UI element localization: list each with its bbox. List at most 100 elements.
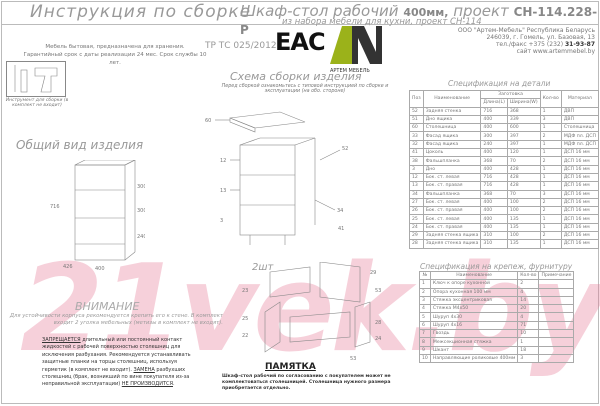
table-cell: ДСП 16 мм: [560, 164, 599, 174]
table-cell: Дно: [422, 164, 482, 174]
table-cell: 1: [539, 123, 562, 133]
table-cell: 60: [409, 123, 424, 133]
table-cell: 10: [517, 329, 540, 339]
table-cell: 400: [480, 114, 508, 125]
table-cell: ДСП 16 мм: [560, 189, 599, 199]
table-cell: 1: [539, 148, 562, 158]
table-cell: Задняя стенка ящика: [422, 239, 482, 249]
table-cell: Бок. ст. левая: [422, 172, 482, 183]
table-cell: 400: [480, 197, 508, 208]
table-cell: Гвоздь: [429, 329, 519, 339]
table-cell: 1: [517, 337, 540, 347]
svg-text:28: 28: [375, 320, 381, 326]
table-cell: 52: [409, 106, 424, 116]
table-cell: 310: [480, 231, 508, 241]
table-cell: 27: [409, 197, 424, 208]
table-cell: 135: [506, 214, 541, 224]
table-cell: 29: [409, 231, 424, 241]
table-cell: 70: [506, 189, 541, 199]
table-cell: 51: [409, 114, 424, 125]
product-title: Шкаф-стол рабочий 400мм, проект СН-114.2…: [240, 2, 598, 37]
svg-text:34: 34: [337, 208, 343, 214]
svg-text:24: 24: [375, 336, 381, 342]
table-cell: 34: [409, 189, 424, 199]
product-subtitle: из набора мебели для кухни, проект СН-11…: [282, 17, 482, 27]
table-cell: Задняя стенка ящика: [422, 231, 482, 241]
note-cell: [538, 320, 575, 331]
table-cell: 8: [419, 337, 431, 347]
table-cell: 400: [480, 148, 508, 158]
table-cell: ДСП 16 мм: [560, 206, 599, 216]
table-cell: Бок. ст. правая: [422, 222, 482, 233]
table-cell: Шкант: [429, 345, 519, 355]
tools-caption: Инструмент для сборки (в комплект не вхо…: [5, 98, 69, 108]
table-cell: Ключ к опоре кухонной: [429, 279, 519, 289]
table-cell: Фальшпланка: [422, 156, 482, 166]
table-cell: 716: [480, 106, 508, 116]
table-cell: Фасад ящика: [422, 139, 482, 150]
header-divider: [1, 24, 599, 25]
table-cell: 310: [480, 239, 508, 249]
table-cell: 100: [506, 231, 541, 241]
table-cell: 20: [517, 304, 540, 314]
parts-table-title: Спецификация на детали: [448, 79, 551, 88]
table-cell: 368: [480, 156, 508, 166]
table-cell: 38: [409, 156, 424, 166]
table-cell: Шуруп 4х30: [429, 312, 519, 322]
table-cell: 3: [517, 353, 540, 364]
memo-title: ПАМЯТКА: [265, 362, 316, 372]
table-cell: 1: [539, 164, 562, 174]
table-cell: 2: [539, 206, 562, 216]
table-cell: 368: [506, 106, 541, 116]
table-cell: 33: [409, 131, 424, 141]
svg-text:12: 12: [220, 158, 226, 164]
memo-text: Шкаф-стол рабочий по согласованию с поку…: [222, 374, 391, 391]
table-cell: Столешница: [422, 123, 482, 133]
table-cell: 26: [409, 206, 424, 216]
table-cell: Бок. ст. правая: [422, 181, 482, 191]
table-cell: 1: [539, 222, 562, 233]
table-cell: 428: [506, 181, 541, 191]
warning-text: Для устойчивости корпуса рекомендуется к…: [9, 313, 223, 326]
standard-label: ТР ТС 025/2012: [205, 41, 277, 51]
note-cell: [538, 345, 575, 355]
svg-text:41: 41: [338, 226, 344, 232]
table-cell: 240: [480, 139, 508, 150]
note-cell: [538, 279, 575, 289]
eac-mark: EAC: [275, 28, 326, 56]
table-cell: 368: [480, 189, 508, 199]
svg-text:3: 3: [220, 218, 223, 224]
table-cell: 600: [506, 123, 541, 133]
table-cell: 3: [419, 295, 431, 306]
table-cell: 6: [419, 320, 431, 331]
table-cell: 70: [506, 156, 541, 166]
table-cell: 3: [539, 114, 562, 125]
table-cell: Цоколь: [422, 148, 482, 158]
table-cell: 100: [506, 206, 541, 216]
table-cell: 32: [409, 139, 424, 150]
svg-text:23: 23: [242, 288, 248, 294]
table-cell: ДВП: [560, 114, 599, 125]
table-cell: 25: [409, 214, 424, 224]
table-cell: 100: [506, 197, 541, 208]
tools-image: [6, 61, 66, 97]
table-cell: 428: [506, 172, 541, 183]
table-cell: 5: [419, 312, 431, 322]
table-cell: 716: [480, 172, 508, 183]
product-info: Мебель бытовая, предназначена для хранен…: [23, 44, 207, 66]
